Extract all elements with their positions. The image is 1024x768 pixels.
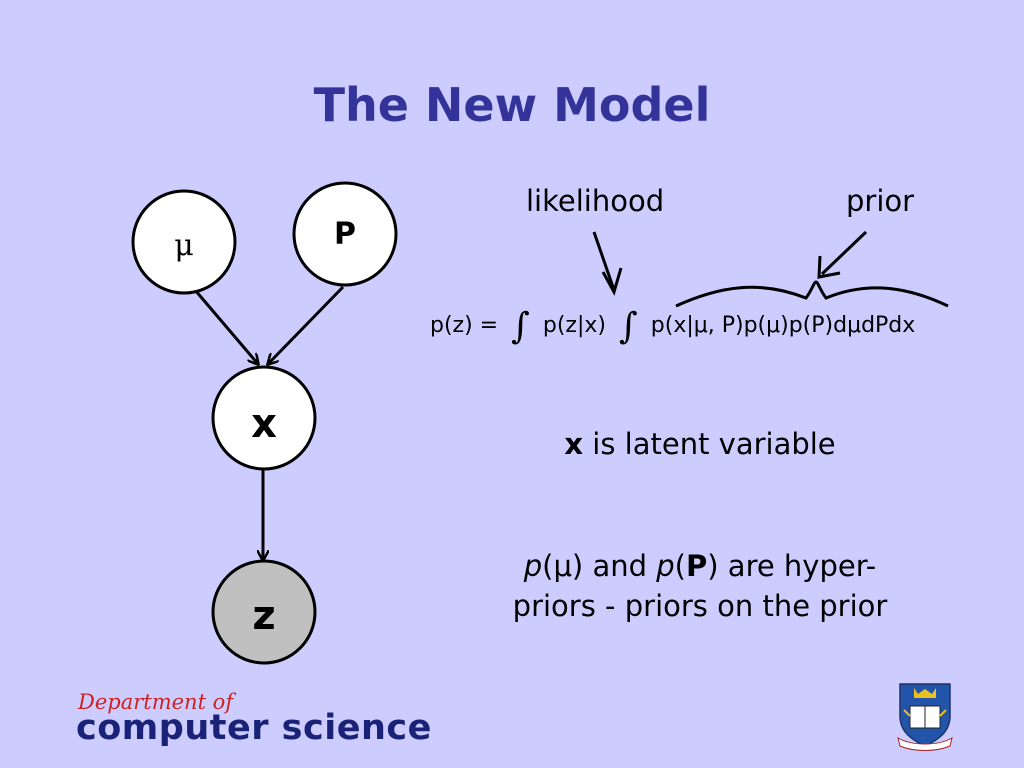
node-z-label: z: [252, 593, 275, 639]
node-x-label: x: [251, 401, 277, 447]
prior-brace: [675, 280, 949, 308]
node-mu: μ: [131, 189, 237, 295]
latent-note-text: is latent variable: [583, 427, 836, 461]
marginal-likelihood-equation: p(z) = ∫ p(z|x) ∫ p(x|μ, P)p(μ)p(P)dμdPd…: [430, 306, 1000, 347]
latent-note-var: x: [564, 427, 584, 461]
hyperprior-p2: p: [656, 549, 675, 583]
likelihood-arrow: [592, 231, 616, 291]
equation-likelihood-term: p(z|x): [542, 313, 606, 338]
hyperprior-note-line1: p(μ) and p(P) are hyper-: [490, 546, 910, 586]
hyperprior-note-line2: priors - priors on the prior: [512, 589, 888, 623]
hyperprior-note: p(μ) and p(P) are hyper- priors - priors…: [490, 546, 910, 626]
hyperprior-mu: (μ) and: [542, 549, 657, 583]
equation-prior-term: p(x|μ, P)p(μ)p(P)dμdPdx: [650, 313, 916, 338]
node-x: x: [211, 365, 317, 471]
integral-sign-icon: ∫: [511, 306, 530, 347]
slide-title: The New Model: [313, 78, 711, 132]
node-p-label: P: [334, 217, 356, 252]
prior-arrow: [820, 230, 868, 276]
node-mu-label: μ: [174, 229, 194, 264]
edge-mu-x: [193, 289, 258, 364]
integral-sign-icon: ∫: [619, 306, 638, 347]
likelihood-label: likelihood: [526, 184, 665, 218]
hyperprior-p1: p: [523, 549, 543, 583]
prior-label: prior: [846, 184, 915, 218]
hyperprior-P: P: [686, 549, 708, 583]
latent-note: x is latent variable: [540, 424, 860, 464]
hyperprior-paren: (: [674, 549, 686, 583]
node-z: z: [211, 559, 317, 665]
edge-p-x: [268, 285, 345, 364]
equation-lhs: p(z) =: [430, 313, 499, 338]
node-p: P: [292, 181, 398, 287]
department-name: computer science: [76, 708, 432, 748]
department-label: Department of: [78, 690, 234, 714]
hyperprior-rest: ) are hyper-: [707, 549, 877, 583]
university-crest-icon: [897, 683, 953, 751]
